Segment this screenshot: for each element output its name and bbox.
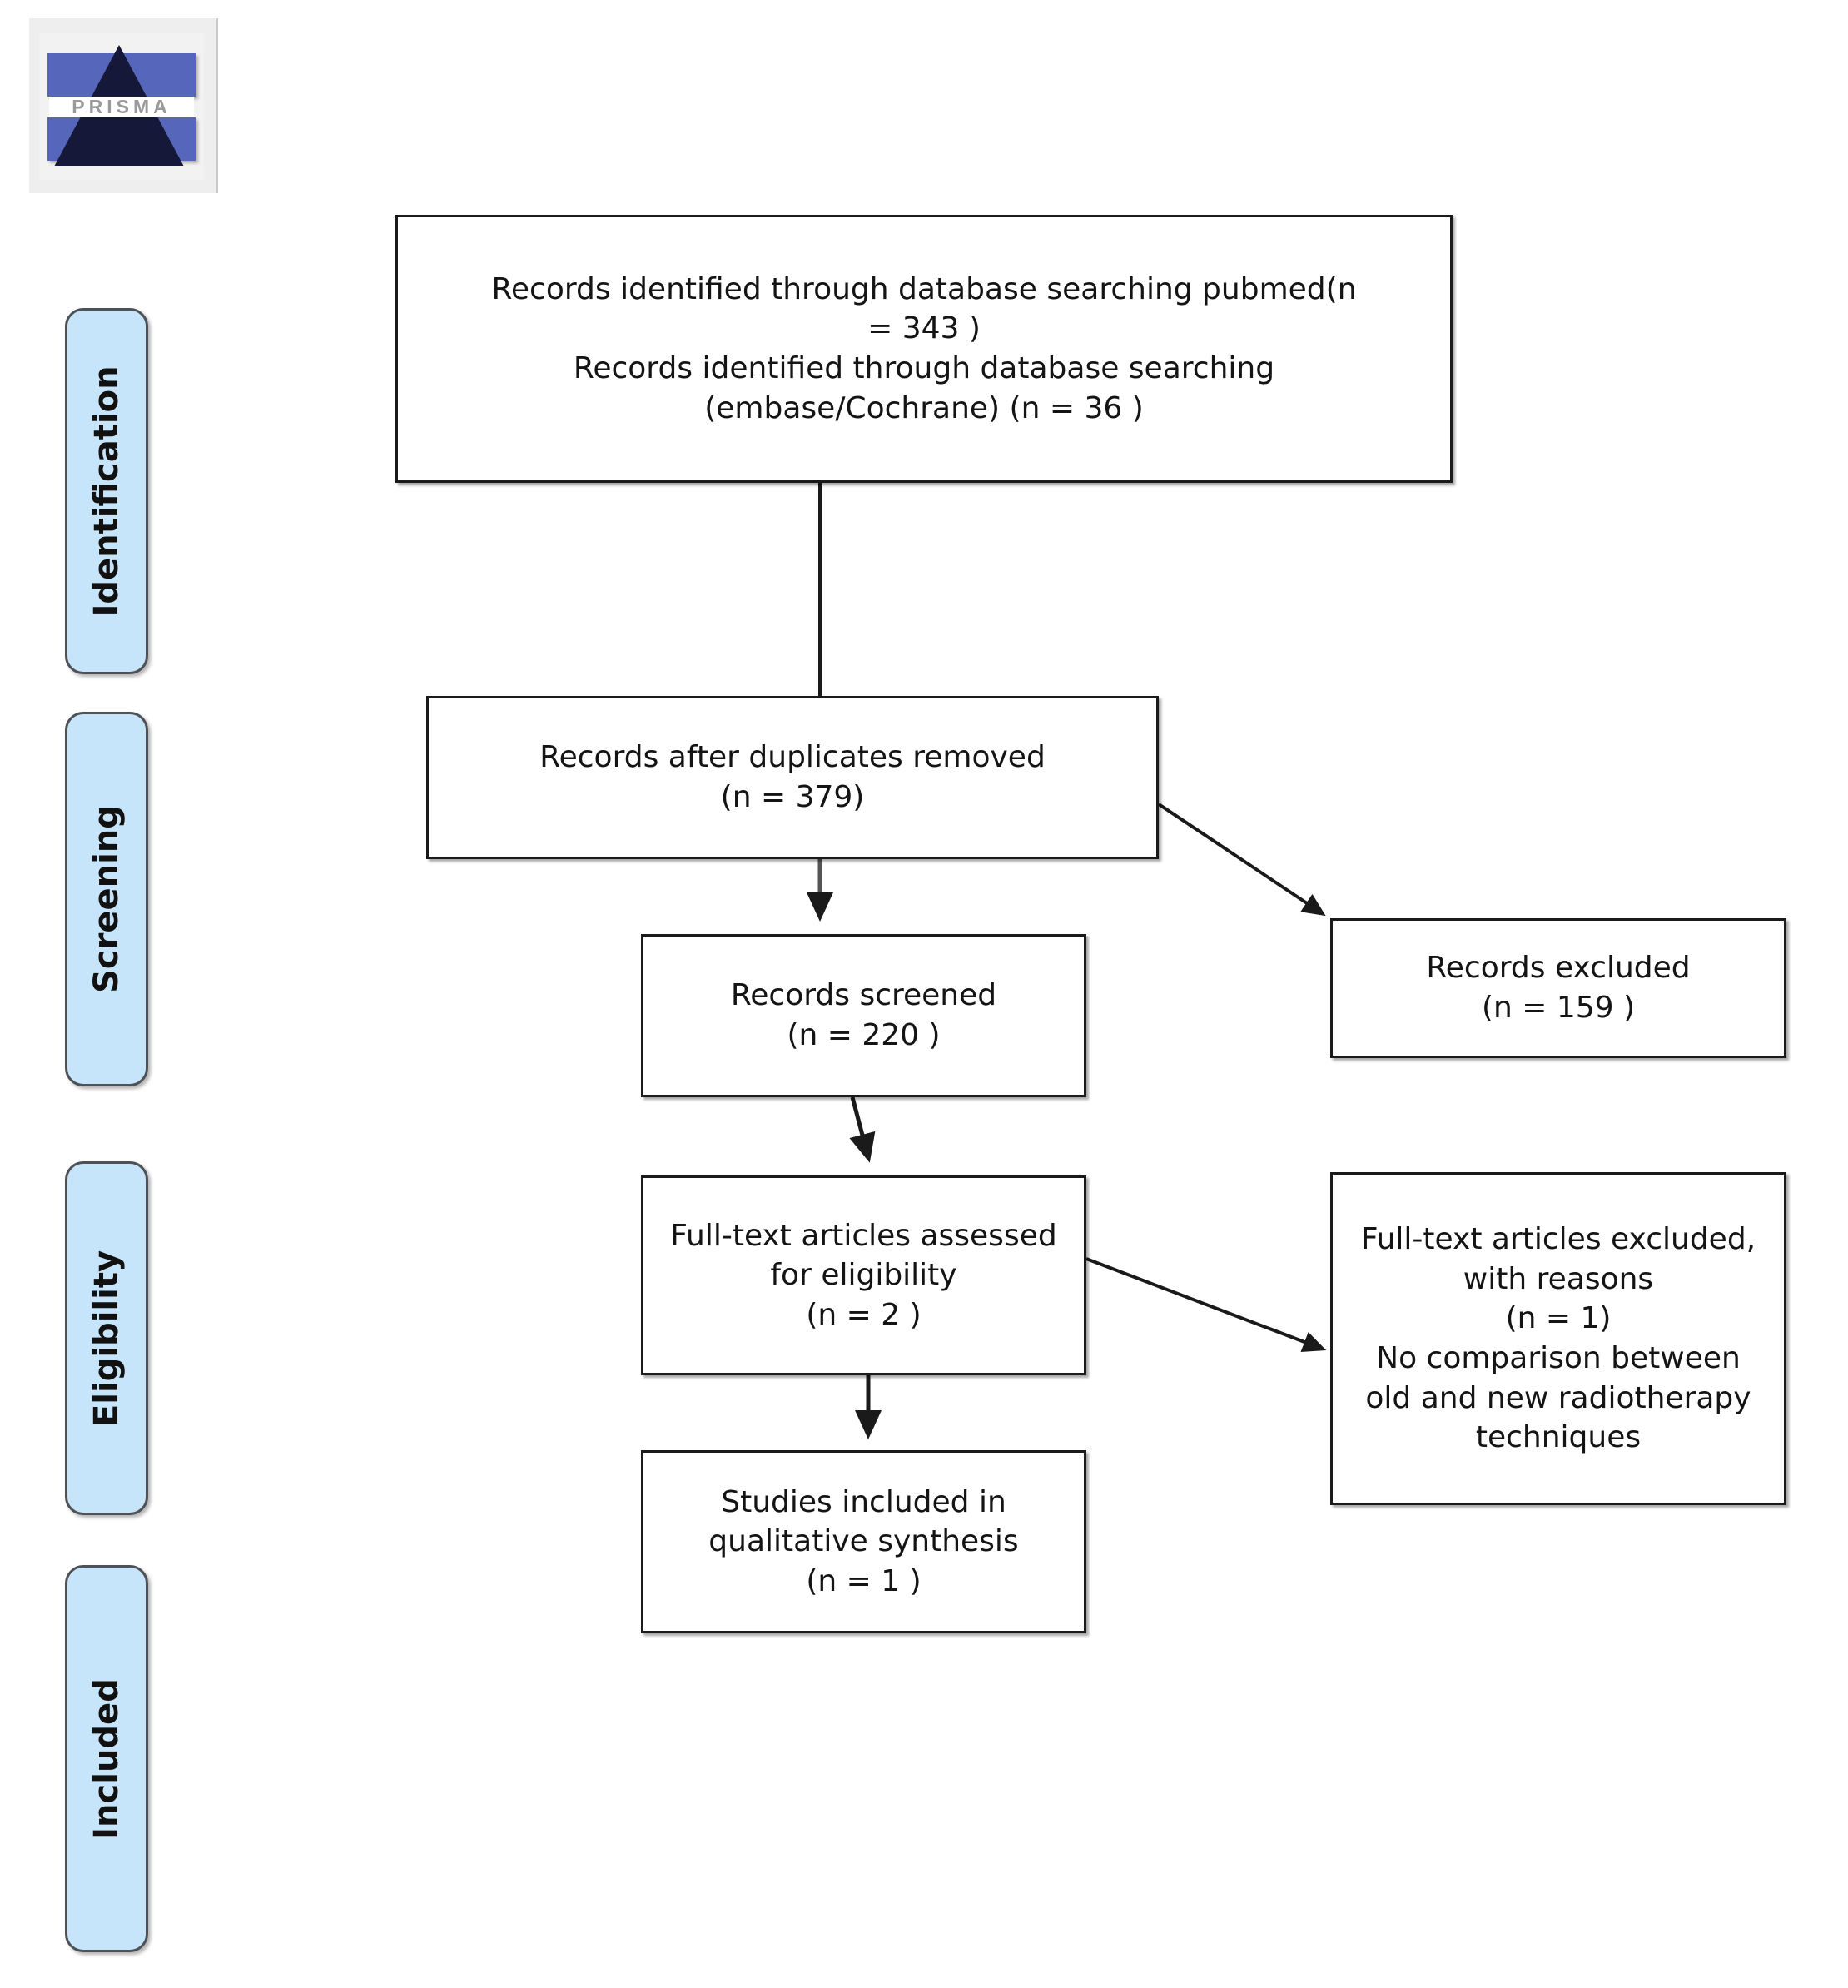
- box-fulltext-excluded-line3: (n = 1): [1505, 1301, 1612, 1336]
- box-records-identified-line1: Records identified through database sear…: [491, 271, 1357, 306]
- box-studies-included-line2: qualitative synthesis: [708, 1524, 1019, 1559]
- box-fulltext-excluded-line2: with reasons: [1463, 1261, 1654, 1296]
- box-studies-included-line3: (n = 1 ): [806, 1563, 922, 1598]
- box-fulltext-assessed-line1: Full-text articles assessed: [670, 1218, 1057, 1253]
- stage-tab-identification: Identification: [65, 308, 148, 674]
- box-screened-line1: Records screened: [730, 978, 997, 1013]
- box-records-identified-line3: Records identified through database sear…: [573, 351, 1275, 385]
- prisma-logo-inner: PRISMA: [39, 33, 204, 180]
- box-fulltext-excluded-line6: techniques: [1475, 1420, 1642, 1455]
- stage-tab-screening-label: Screening: [87, 805, 126, 993]
- box-fulltext-excluded-line4: No comparison between: [1376, 1341, 1741, 1375]
- stage-tab-included-label: Included: [87, 1677, 126, 1840]
- connector-duplicates-to-records-excluded: [1157, 803, 1326, 917]
- box-duplicates-line1: Records after duplicates removed: [539, 740, 1046, 775]
- box-studies-included-line1: Studies included in: [721, 1484, 1006, 1519]
- connector-fulltext-assessed-to-fulltext-excluded: [1085, 1257, 1327, 1352]
- box-screened-line2: (n = 220 ): [787, 1018, 941, 1052]
- box-records-identified-line2: = 343 ): [867, 311, 981, 346]
- box-records-after-duplicates-removed: Records after duplicates removed (n = 37…: [426, 696, 1159, 859]
- box-records-identified: Records identified through database sear…: [395, 215, 1453, 483]
- box-records-screened: Records screened (n = 220 ): [641, 934, 1086, 1097]
- stage-tab-eligibility-label: Eligibility: [87, 1250, 126, 1427]
- box-fulltext-articles-excluded: Full-text articles excluded, with reason…: [1330, 1172, 1786, 1505]
- box-records-identified-line4: (embase/Cochrane) (n = 36 ): [704, 390, 1144, 425]
- prisma-logo: PRISMA: [29, 18, 218, 193]
- box-fulltext-excluded-line1: Full-text articles excluded,: [1360, 1222, 1756, 1257]
- box-records-excluded-line1: Records excluded: [1426, 951, 1691, 986]
- stage-tab-included: Included: [65, 1565, 148, 1952]
- prisma-wordmark: PRISMA: [49, 97, 194, 117]
- stage-tab-eligibility: Eligibility: [65, 1161, 148, 1515]
- box-fulltext-assessed-line3: (n = 2 ): [806, 1297, 922, 1332]
- box-fulltext-excluded-line5: old and new radiotherapy: [1365, 1380, 1751, 1415]
- box-records-excluded-line2: (n = 159 ): [1481, 991, 1636, 1025]
- box-records-excluded: Records excluded (n = 159 ): [1330, 918, 1786, 1058]
- stage-tab-screening: Screening: [65, 712, 148, 1086]
- connector-screened-to-fulltext-assessed: [849, 1096, 876, 1163]
- box-duplicates-line2: (n = 379): [720, 780, 865, 814]
- stage-tab-identification-label: Identification: [87, 365, 126, 617]
- box-fulltext-assessed-line2: for eligibility: [770, 1258, 957, 1293]
- box-fulltext-articles-assessed: Full-text articles assessed for eligibil…: [641, 1175, 1086, 1375]
- box-studies-included: Studies included in qualitative synthesi…: [641, 1450, 1086, 1633]
